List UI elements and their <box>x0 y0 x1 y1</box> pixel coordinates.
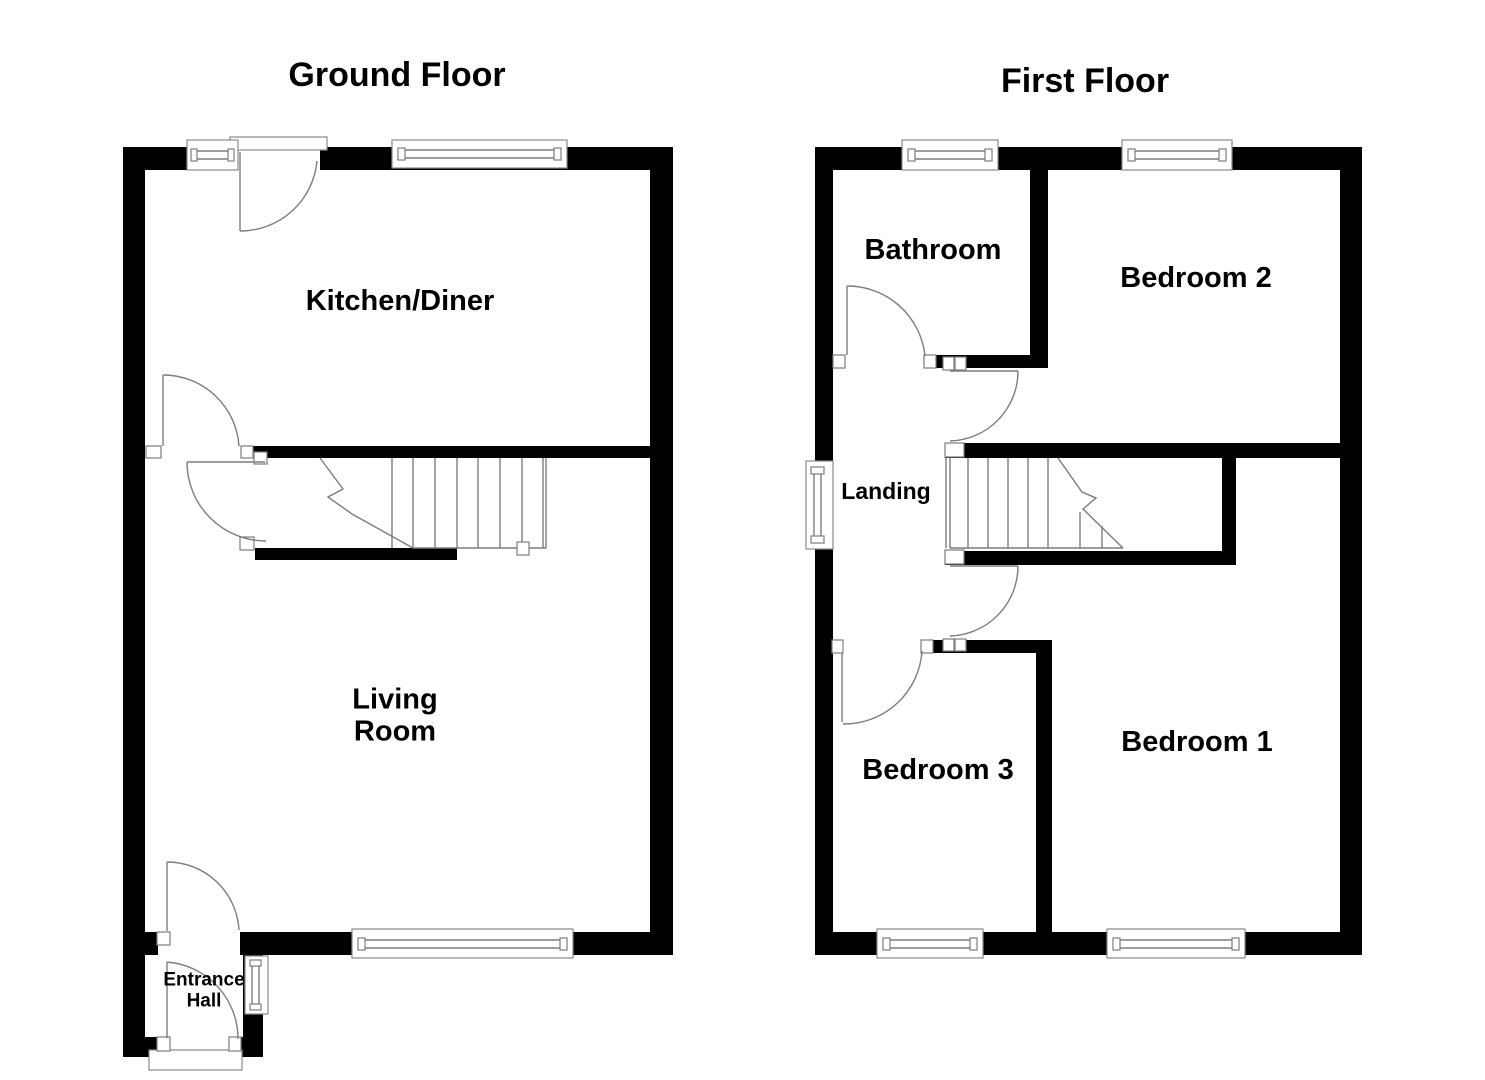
door-jamb <box>923 354 937 369</box>
window <box>876 928 984 959</box>
door-swing <box>239 152 318 232</box>
window <box>805 460 834 550</box>
door-swing <box>949 565 1019 637</box>
door-jamb <box>944 442 965 458</box>
door-swing <box>846 285 926 357</box>
window <box>244 955 269 1015</box>
door-jamb <box>942 356 955 371</box>
room-label-landing: Landing <box>841 478 931 505</box>
door-swing <box>841 650 923 725</box>
bathroom-door-opening <box>845 354 925 369</box>
first-floor-plan <box>805 139 1362 959</box>
door-jamb <box>240 445 254 459</box>
door-jamb <box>832 354 846 369</box>
room-label-line: Hall <box>186 991 222 1012</box>
room-label-bedroom-1: Bedroom 1 <box>1121 725 1273 758</box>
door-jamb <box>831 639 844 654</box>
ground-floor-title: Ground Floor <box>288 55 506 94</box>
window <box>351 928 574 959</box>
door-swing <box>186 461 267 542</box>
ground-floor-plan <box>123 136 673 1071</box>
door-swing <box>949 370 1019 442</box>
door-jamb <box>156 1036 171 1052</box>
room-label-line: Entrance <box>163 969 245 991</box>
hall-door-opening <box>158 931 240 956</box>
room-label-bedroom-3: Bedroom 3 <box>862 753 1014 786</box>
door-jamb <box>228 1036 242 1052</box>
door-jamb <box>954 638 967 652</box>
ground-floor-walls <box>123 147 673 1057</box>
room-label-bedroom-2: Bedroom 2 <box>1120 261 1272 294</box>
staircase-first <box>945 457 1124 549</box>
door-jamb <box>145 445 162 459</box>
door-jamb <box>156 931 171 946</box>
door-jamb <box>954 356 967 371</box>
front-door-recess <box>148 1049 243 1071</box>
room-label-living-room: Living Room <box>352 684 437 749</box>
staircase-ground <box>319 457 547 556</box>
door-jamb <box>942 638 955 652</box>
first-floor-walls <box>815 147 1362 955</box>
window <box>1106 928 1246 959</box>
window <box>901 139 999 171</box>
door-jamb <box>253 451 268 465</box>
door-swing <box>166 861 240 931</box>
room-label-bathroom: Bathroom <box>864 233 1002 266</box>
first-floor-title: First Floor <box>1000 61 1170 100</box>
kitchen-door-recess <box>229 136 328 151</box>
door-jamb <box>920 639 934 654</box>
room-label-line: Room <box>353 716 437 748</box>
door-swing <box>162 374 240 447</box>
room-label-line: Living <box>352 683 438 716</box>
bedroom3-door-opening <box>843 639 923 654</box>
room-label-entrance-hall: Entrance Hall <box>163 970 244 1013</box>
room-label-kitchen-diner: Kitchen/Diner <box>305 284 495 317</box>
window <box>1121 139 1233 171</box>
window <box>391 139 568 169</box>
door-jamb <box>239 536 255 551</box>
door-swing <box>166 961 239 1040</box>
door-jamb <box>944 549 965 565</box>
window <box>186 139 239 171</box>
